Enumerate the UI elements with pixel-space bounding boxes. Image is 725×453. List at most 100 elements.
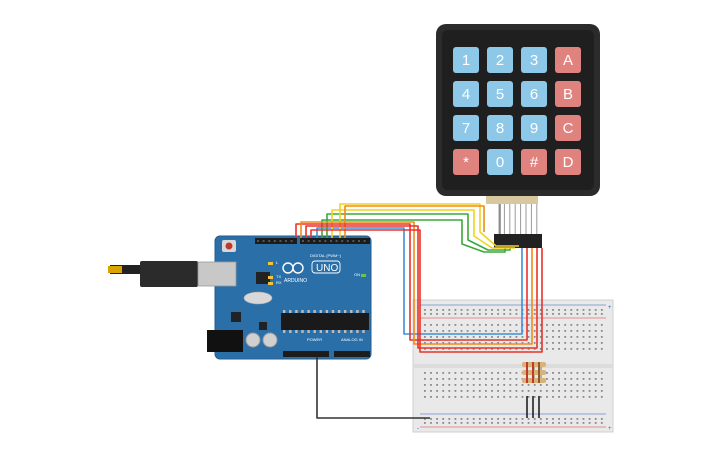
breadboard-hole[interactable]	[527, 348, 530, 350]
breadboard-hole[interactable]	[539, 418, 542, 420]
breadboard-hole[interactable]	[497, 384, 499, 386]
breadboard-hole[interactable]	[485, 378, 487, 380]
breadboard-hole[interactable]	[430, 330, 432, 332]
breadboard-hole[interactable]	[539, 390, 542, 392]
breadboard-hole[interactable]	[600, 396, 603, 398]
breadboard-hole[interactable]	[546, 418, 548, 420]
breadboard-hole[interactable]	[424, 309, 426, 311]
breadboard-hole[interactable]	[539, 342, 542, 344]
breadboard-hole[interactable]	[600, 348, 603, 350]
breadboard-hole[interactable]	[521, 396, 524, 398]
breadboard-hole[interactable]	[515, 313, 518, 315]
breadboard-hole[interactable]	[594, 422, 597, 424]
breadboard-hole[interactable]	[442, 372, 445, 374]
key-D[interactable]: D	[555, 149, 581, 175]
header-hole[interactable]	[335, 240, 338, 242]
key-3[interactable]: 3	[521, 47, 547, 73]
wire-orange-2[interactable]	[300, 221, 533, 345]
breadboard-hole[interactable]	[558, 390, 560, 392]
breadboard-hole[interactable]	[466, 336, 469, 338]
breadboard-hole[interactable]	[576, 348, 579, 350]
breadboard-hole[interactable]	[454, 309, 457, 311]
header-hole[interactable]	[262, 240, 265, 242]
breadboard-hole[interactable]	[539, 313, 542, 315]
arduino-uno[interactable]: ARDUINO UNO DIGITAL (PWM~) POWER ANALOG …	[108, 235, 372, 360]
key-cap[interactable]	[521, 115, 547, 141]
breadboard-hole[interactable]	[588, 309, 591, 311]
breadboard-hole[interactable]	[594, 372, 597, 374]
breadboard-hole[interactable]	[503, 396, 506, 398]
wire-red-2[interactable]	[305, 225, 538, 349]
key-cap[interactable]	[555, 81, 581, 107]
key-cap[interactable]	[453, 149, 479, 175]
breadboard-hole[interactable]	[533, 309, 536, 311]
breadboard-hole[interactable]	[600, 422, 603, 424]
breadboard-hole[interactable]	[442, 309, 445, 311]
breadboard-hole[interactable]	[466, 313, 469, 315]
header-hole[interactable]	[313, 240, 316, 242]
breadboard-hole[interactable]	[430, 342, 432, 344]
header-hole[interactable]	[363, 240, 366, 242]
breadboard-hole[interactable]	[503, 348, 506, 350]
key-9[interactable]: 9	[521, 115, 547, 141]
breadboard-hole[interactable]	[491, 372, 493, 374]
breadboard-hole[interactable]	[485, 330, 487, 332]
breadboard-hole[interactable]	[546, 378, 548, 380]
breadboard-hole[interactable]	[582, 336, 585, 338]
breadboard-hole[interactable]	[424, 348, 426, 350]
breadboard-hole[interactable]	[552, 324, 554, 326]
breadboard-hole[interactable]	[588, 324, 591, 326]
breadboard-hole[interactable]	[588, 396, 591, 398]
breadboard-hole[interactable]	[478, 390, 481, 392]
breadboard-hole[interactable]	[564, 390, 567, 392]
breadboard-hole[interactable]	[491, 384, 493, 386]
breadboard-hole[interactable]	[509, 396, 512, 398]
breadboard-hole[interactable]	[570, 372, 573, 374]
breadboard-hole[interactable]	[503, 309, 506, 311]
breadboard-hole[interactable]	[515, 422, 518, 424]
breadboard-hole[interactable]	[491, 309, 493, 311]
breadboard-hole[interactable]	[472, 384, 475, 386]
breadboard-hole[interactable]	[430, 324, 432, 326]
breadboard-hole[interactable]	[552, 313, 554, 315]
breadboard-hole[interactable]	[558, 330, 560, 332]
wire-ground[interactable]	[316, 357, 430, 419]
breadboard-hole[interactable]	[582, 378, 585, 380]
breadboard-hole[interactable]	[478, 384, 481, 386]
header-hole[interactable]	[302, 240, 304, 242]
header-hole[interactable]	[257, 240, 259, 242]
breadboard-hole[interactable]	[546, 313, 548, 315]
header-hole[interactable]	[346, 240, 349, 242]
breadboard-hole[interactable]	[570, 324, 573, 326]
breadboard-hole[interactable]	[527, 390, 530, 392]
breadboard-hole[interactable]	[558, 372, 560, 374]
header-hole[interactable]	[324, 240, 327, 242]
breadboard-hole[interactable]	[442, 336, 445, 338]
breadboard-hole[interactable]	[515, 336, 518, 338]
breadboard-hole[interactable]	[564, 396, 567, 398]
breadboard-hole[interactable]	[594, 336, 597, 338]
breadboard-hole[interactable]	[442, 313, 445, 315]
breadboard-hole[interactable]	[466, 418, 469, 420]
header-hole[interactable]	[273, 240, 276, 242]
wire-red-3[interactable]	[310, 229, 543, 353]
key-cap[interactable]	[555, 47, 581, 73]
breadboard-hole[interactable]	[430, 313, 432, 315]
breadboard-hole[interactable]	[533, 336, 536, 338]
breadboard-hole[interactable]	[424, 324, 426, 326]
breadboard-hole[interactable]	[485, 390, 487, 392]
breadboard-hole[interactable]	[588, 372, 591, 374]
breadboard-hole[interactable]	[430, 422, 432, 424]
breadboard-hole[interactable]	[564, 378, 567, 380]
breadboard-hole[interactable]	[570, 390, 573, 392]
breadboard-hole[interactable]	[588, 336, 591, 338]
breadboard-hole[interactable]	[491, 378, 493, 380]
breadboard-hole[interactable]	[466, 390, 469, 392]
key-0[interactable]: 0	[487, 149, 513, 175]
header-hole[interactable]	[285, 240, 287, 242]
breadboard-hole[interactable]	[588, 342, 591, 344]
breadboard-hole[interactable]	[594, 378, 597, 380]
breadboard-hole[interactable]	[430, 336, 432, 338]
breadboard-hole[interactable]	[454, 348, 457, 350]
breadboard-hole[interactable]	[552, 330, 554, 332]
